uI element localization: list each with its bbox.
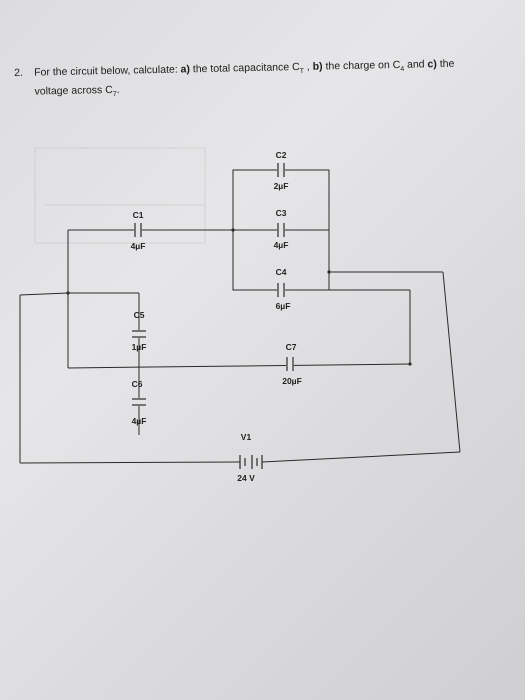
- c4-name-label: C4: [276, 267, 287, 277]
- junction-dot: [408, 362, 412, 366]
- c2-value-label: 2µF: [274, 181, 289, 191]
- outer-bottom-right-wire: [261, 451, 461, 463]
- bleed-through-marks: [34, 147, 206, 244]
- c3-name-label: C3: [276, 208, 287, 218]
- battery-v1: V1 24 V: [237, 432, 263, 483]
- outer-right-wire: [442, 271, 461, 453]
- capacitor-c3: C3 4µF: [274, 208, 289, 250]
- c3-value-label: 4µF: [274, 240, 289, 250]
- capacitor-c4: C4 6µF: [276, 267, 291, 311]
- c4-value-label: 6µF: [276, 301, 291, 311]
- c1-name-label: C1: [133, 210, 144, 220]
- c1-value-label: 4µF: [131, 241, 146, 251]
- capacitor-c2: C2 2µF: [274, 150, 289, 191]
- inner-bottom-wire: [67, 363, 411, 369]
- c7-name-label: C7: [286, 342, 297, 352]
- c2-name-label: C2: [276, 150, 287, 160]
- outer-bottom-left-wire: [19, 461, 241, 464]
- c5-value-label: 1µF: [132, 342, 147, 352]
- outer-left-top-wire: [19, 292, 69, 296]
- capacitor-c7: C7 20µF: [282, 342, 302, 386]
- capacitor-c6: C6 4µF: [132, 379, 147, 426]
- junction-dot: [327, 270, 331, 274]
- c6-value-label: 4µF: [132, 416, 147, 426]
- c5-name-label: C5: [134, 310, 145, 320]
- capacitor-c5: C5 1µF: [132, 310, 147, 352]
- c7-value-label: 20µF: [282, 376, 302, 386]
- v1-name-label: V1: [241, 432, 252, 442]
- c6-name-label: C6: [132, 379, 143, 389]
- capacitor-c1: C1 4µF: [131, 210, 146, 251]
- v1-value-label: 24 V: [237, 473, 255, 483]
